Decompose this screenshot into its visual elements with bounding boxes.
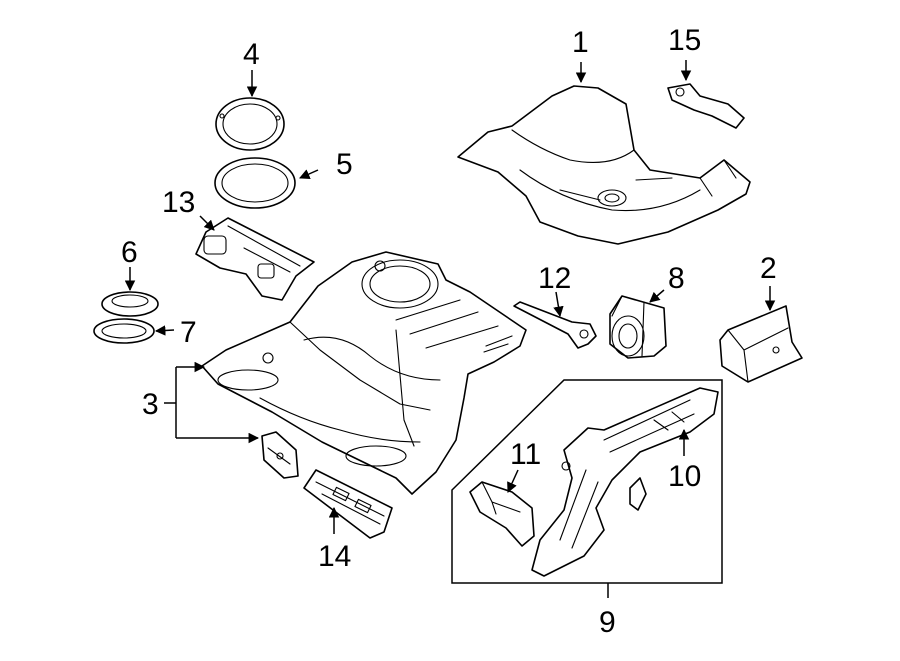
part-2-panel[interactable] (719, 305, 803, 383)
part-10-small-bracket[interactable] (629, 477, 647, 511)
callout-7: 7 (180, 316, 197, 349)
callout-3: 3 (142, 388, 159, 421)
part-10-rail[interactable] (531, 387, 719, 577)
part-13-bracket[interactable] (195, 217, 315, 301)
callout-4: 4 (243, 38, 260, 71)
part-4-cover[interactable] (215, 97, 285, 151)
group-9-frame (451, 379, 723, 584)
callout-8-leader (649, 289, 665, 303)
part-1-spare-wheel-well[interactable] (457, 85, 751, 245)
part-15-bracket[interactable] (667, 83, 745, 129)
callout-11: 11 (510, 438, 541, 471)
callout-9: 9 (599, 606, 616, 639)
callout-12-leader (553, 291, 564, 318)
part-3-floor-pan[interactable] (201, 251, 527, 495)
part-3-lower-bracket[interactable] (261, 431, 299, 479)
callout-13-leader (199, 215, 215, 231)
part-12-strap[interactable] (513, 301, 597, 349)
callout-15: 15 (668, 24, 701, 57)
part-11-bracket[interactable] (469, 481, 535, 547)
callout-12: 12 (538, 262, 571, 295)
part-5-seal[interactable] (214, 157, 296, 209)
part-8-speaker-box[interactable] (609, 295, 667, 359)
part-14-crossmember[interactable] (303, 469, 393, 539)
callout-14: 14 (318, 540, 351, 573)
part-7-grommet[interactable] (93, 318, 155, 344)
callout-5-leader (299, 169, 319, 179)
callout-7-leader (154, 325, 175, 336)
callout-6: 6 (121, 236, 138, 269)
callout-8: 8 (668, 262, 685, 295)
callout-5: 5 (336, 148, 353, 181)
part-6-plug[interactable] (101, 291, 159, 317)
callout-1: 1 (572, 26, 589, 59)
callout-2: 2 (760, 252, 777, 285)
callout-11-leader (507, 469, 519, 493)
callout-10: 10 (668, 460, 701, 493)
callout-13: 13 (162, 186, 195, 219)
